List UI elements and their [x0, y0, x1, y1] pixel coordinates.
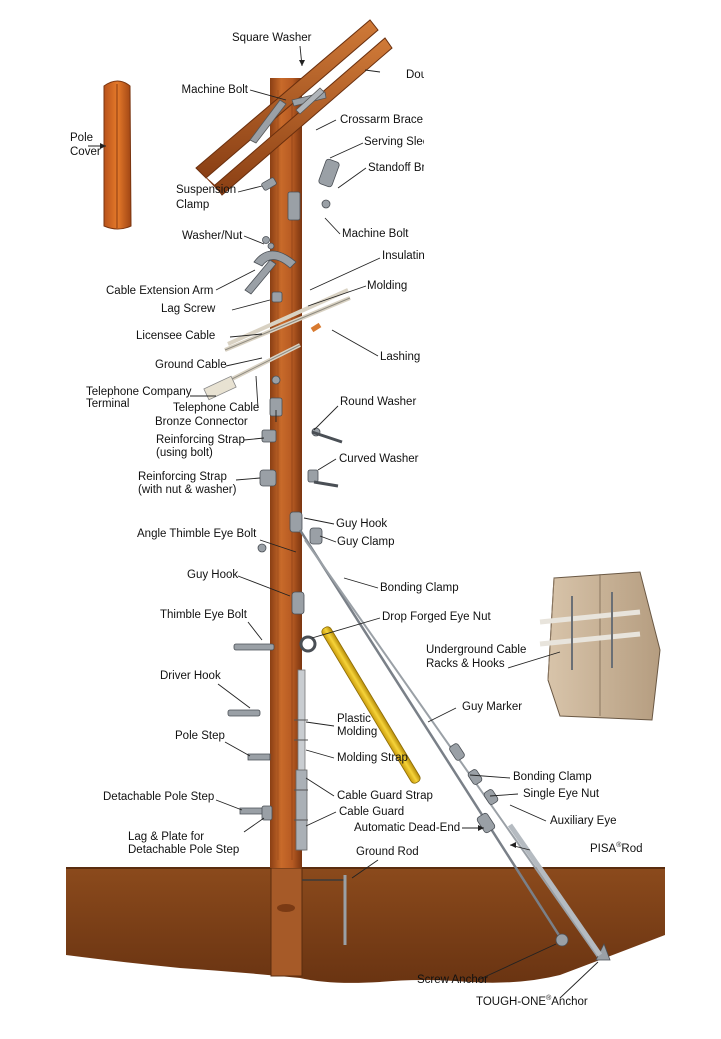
label-machine-bolt-mid: Machine Bolt: [342, 228, 409, 240]
label-insulating: Insulatin: [382, 250, 424, 262]
label-serving-sleeve: Serving Slee: [364, 136, 424, 148]
label-auxiliary-eye: Auxiliary Eye: [550, 815, 617, 827]
label-screw-anchor: Screw Anchor: [417, 974, 488, 986]
label-guy-hook-mid: Guy Hook: [187, 569, 239, 581]
label-pole-cover-2: Cover: [70, 146, 101, 158]
crossarm-lower: [214, 37, 393, 196]
label-automatic-dead-end: Automatic Dead-End: [354, 822, 461, 834]
label-bonding-clamp-top: Bonding Clamp: [380, 582, 459, 594]
label-lag-plate-1: Lag & Plate for: [128, 831, 205, 843]
label-pole-step: Pole Step: [175, 730, 225, 742]
label-reinforcing-bolt-2: (using bolt): [156, 447, 213, 459]
guy-wire: [298, 529, 564, 941]
label-plastic-molding-2: Molding: [337, 726, 378, 738]
label-suspension-clamp-2: Clamp: [176, 199, 210, 211]
label-licensee-cable: Licensee Cable: [136, 330, 216, 342]
ground-cross-section: [66, 868, 665, 983]
label-underground-racks-1: Underground Cable: [426, 644, 527, 656]
label-washer-nut: Washer/Nut: [182, 230, 243, 242]
label-telephone-terminal-2: Terminal: [86, 398, 130, 410]
label-ground-cable: Ground Cable: [155, 359, 227, 371]
label-detachable-pole-step: Detachable Pole Step: [103, 791, 215, 803]
label-reinforcing-nut-2: (with nut & washer): [138, 484, 237, 496]
label-driver-hook: Driver Hook: [160, 670, 221, 682]
label-bonding-clamp-low: Bonding Clamp: [513, 771, 592, 783]
label-ground-rod: Ground Rod: [356, 846, 419, 858]
label-square-washer: Square Washer: [232, 32, 312, 44]
label-machine-bolt-top: Machine Bolt: [181, 84, 248, 96]
label-double-arming: Dou: [406, 69, 424, 81]
label-plastic-molding-1: Plastic: [337, 713, 371, 725]
label-drop-forged-eye-nut: Drop Forged Eye Nut: [382, 611, 491, 623]
label-round-washer: Round Washer: [340, 396, 417, 408]
label-lashing: Lashing: [380, 351, 421, 363]
label-telephone-cable: Telephone Cable: [173, 402, 260, 414]
label-guy-marker: Guy Marker: [462, 701, 523, 713]
label-standoff-bracket: Standoff Br: [368, 162, 424, 174]
label-pole-cover-1: Pole: [70, 132, 94, 144]
label-lag-plate-2: Detachable Pole Step: [128, 844, 240, 856]
label-lag-screw: Lag Screw: [161, 303, 216, 315]
label-curved-washer: Curved Washer: [339, 453, 419, 465]
label-angle-thimble-eye-bolt: Angle Thimble Eye Bolt: [137, 528, 257, 540]
label-cable-extension-arm: Cable Extension Arm: [106, 285, 214, 297]
label-thimble-eye-bolt: Thimble Eye Bolt: [160, 609, 247, 621]
label-suspension-clamp-1: Suspension: [176, 184, 237, 196]
label-tough-one-anchor: TOUGH-ONE®Anchor: [476, 995, 588, 1008]
label-reinforcing-nut-1: Reinforcing Strap: [138, 471, 227, 483]
label-guy-clamp: Guy Clamp: [337, 536, 395, 548]
label-cable-guard: Cable Guard: [339, 806, 405, 818]
guy-marker: [321, 626, 421, 784]
label-telephone-terminal-1: Telephone Company: [86, 386, 192, 398]
label-reinforcing-bolt-1: Reinforcing Strap: [156, 434, 245, 446]
label-crossarm-brace: Crossarm Brace: [340, 114, 424, 126]
label-guy-hook-top: Guy Hook: [336, 518, 388, 530]
label-molding-strap: Molding Strap: [337, 752, 408, 764]
label-bronze-connector: Bronze Connector: [155, 416, 248, 428]
label-underground-racks-2: Racks & Hooks: [426, 658, 505, 670]
label-pisa-rod: PISA®Rod: [590, 842, 643, 855]
label-cable-guard-strap: Cable Guard Strap: [337, 790, 433, 802]
label-single-eye-nut: Single Eye Nut: [523, 788, 600, 800]
label-molding: Molding: [367, 280, 408, 292]
underground-vault-inset: [539, 571, 661, 721]
